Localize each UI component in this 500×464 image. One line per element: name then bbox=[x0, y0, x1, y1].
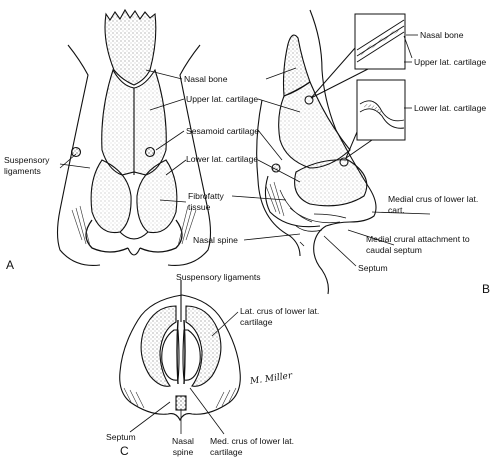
lat-crus-right bbox=[185, 305, 222, 387]
sesamoid-right bbox=[144, 146, 156, 158]
b-upper-lat-label: Upper lat. cartilage bbox=[414, 57, 487, 67]
c-med-crus-label: Med. crus of lower lat. cartilage bbox=[210, 436, 295, 457]
inset-boxes bbox=[310, 13, 406, 159]
face-outline-left bbox=[56, 44, 101, 266]
lower-lat-lateral bbox=[294, 159, 368, 207]
a-lower-lat-label: Lower lat. cartilage bbox=[186, 154, 259, 164]
a-fibrofatty-label: Fibrofatty tissue bbox=[188, 191, 224, 212]
b-lower-lat-label: Lower lat. cartilage bbox=[414, 103, 487, 113]
c-suspensory-label: Suspensory ligaments bbox=[176, 272, 261, 282]
septum-c bbox=[175, 395, 187, 411]
a-upper-lat-label: Upper lat. cartilage bbox=[186, 94, 259, 104]
b-medial-crural-label: Medial crural attachment to caudal septu… bbox=[366, 234, 470, 255]
nasal-base-outline bbox=[119, 294, 241, 422]
sesamoid-left bbox=[70, 146, 82, 158]
panel-b-leaders bbox=[231, 34, 431, 267]
nostril-left bbox=[161, 329, 180, 381]
panel-b-drawing bbox=[256, 9, 377, 295]
c-nasal-spine-label: Nasal spine bbox=[172, 436, 194, 457]
panel-a-drawing bbox=[56, 8, 212, 266]
a-nasal-bone-label: Nasal bone bbox=[184, 74, 228, 84]
panel-a-leaders bbox=[59, 69, 187, 203]
face-outline-right bbox=[167, 44, 212, 266]
a-nasal-spine-label: Nasal spine bbox=[193, 235, 238, 245]
panel-c-leaders bbox=[129, 311, 239, 435]
a-suspensory-label: Suspensory ligaments bbox=[4, 155, 50, 176]
nostril-right bbox=[182, 329, 201, 381]
c-septum-label: Septum bbox=[106, 432, 136, 442]
panel-label-b: B bbox=[482, 282, 491, 296]
b-septum-label: Septum bbox=[358, 263, 388, 273]
c-lat-crus-label: Lat. crus of lower lat. cartilage bbox=[240, 306, 320, 327]
nose-profile bbox=[309, 9, 377, 295]
panel-c-drawing bbox=[119, 280, 241, 422]
lat-crus-left bbox=[140, 305, 177, 387]
panel-label-a: A bbox=[6, 258, 15, 272]
nasal-bone-shape bbox=[104, 8, 157, 86]
b-nasal-bone-label: Nasal bone bbox=[420, 30, 464, 40]
panel-label-c: C bbox=[120, 444, 129, 458]
b-medial-crus-label: Medial crus of lower lat. cart. bbox=[388, 194, 479, 215]
a-sesamoid-label: Sesamoid cartilage bbox=[186, 126, 260, 136]
